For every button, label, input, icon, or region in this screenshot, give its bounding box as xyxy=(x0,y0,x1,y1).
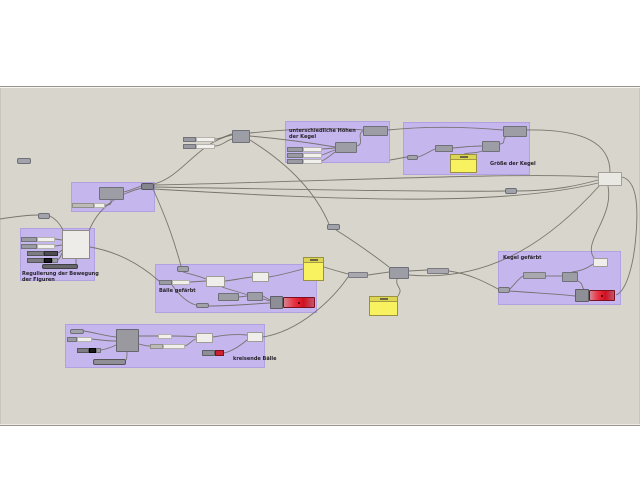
groesse-in-capsule[interactable] xyxy=(407,155,418,160)
kreis-slider3-bar[interactable] xyxy=(163,344,185,349)
baelle-capsule-bottom[interactable] xyxy=(196,303,209,308)
baelle-grad-block[interactable] xyxy=(270,296,283,309)
kreis-node-b[interactable] xyxy=(247,332,263,342)
relay-capsule[interactable] xyxy=(505,188,517,194)
hoehen-slider3-bar[interactable] xyxy=(303,159,322,164)
baelle-node-d[interactable] xyxy=(247,292,263,301)
hoehen-node[interactable] xyxy=(335,142,357,153)
group-baelle-gefaerbt-label: Bälle gefärbt xyxy=(159,288,196,294)
baelle-capsule-top[interactable] xyxy=(177,266,189,272)
kreis-main-node[interactable] xyxy=(116,329,139,352)
hoehen-slider3-cap[interactable] xyxy=(287,159,303,164)
kegel-capsule[interactable] xyxy=(498,287,510,293)
kreis-slider2-seg[interactable] xyxy=(89,348,96,353)
mid-slider2-cap[interactable] xyxy=(183,144,196,149)
groesse-panel[interactable] xyxy=(450,154,477,173)
kreis-red-seg[interactable] xyxy=(215,350,224,356)
reg-slider2-cap[interactable] xyxy=(21,244,37,249)
mid-bar-right[interactable] xyxy=(427,268,449,274)
capsule-left[interactable] xyxy=(38,213,50,219)
figure-slider-cap[interactable] xyxy=(72,203,94,208)
kegel-bar[interactable] xyxy=(523,272,546,279)
reg-slider1-bar[interactable] xyxy=(37,237,55,242)
groesse-node-b[interactable] xyxy=(482,141,500,152)
reg-slider3-bar[interactable] xyxy=(44,251,58,256)
baelle-slider-bar[interactable] xyxy=(172,280,190,285)
kegel-node[interactable] xyxy=(562,272,578,282)
reg-slider4-tail[interactable] xyxy=(52,258,58,263)
mid-slider1-cap[interactable] xyxy=(183,137,196,142)
group-hoehen-kegel-label: unterschiedliche Höhen der Kegel xyxy=(289,128,356,141)
kreis-long-bar[interactable] xyxy=(93,359,126,365)
groesse-node-a[interactable] xyxy=(435,145,453,152)
mid-panel[interactable] xyxy=(369,296,398,316)
group-kegel-gefaerbt-label: Kegel gefärbt xyxy=(503,255,542,261)
figure-slider-bar[interactable] xyxy=(94,203,105,208)
reg-slider3-cap[interactable] xyxy=(27,251,44,256)
group-groesse-kegel-label: Größe der Kegel xyxy=(490,161,536,167)
capsule-top-left[interactable] xyxy=(17,158,31,164)
figure-node[interactable] xyxy=(99,187,124,200)
kegel-node-top[interactable] xyxy=(593,258,608,267)
relay-capsule-2[interactable] xyxy=(327,224,340,230)
groesse-out-node[interactable] xyxy=(503,126,527,137)
group-regulierung-label: Regulierung der Bewegung der Figuren xyxy=(22,271,99,284)
kreis-slider3-cap[interactable] xyxy=(150,344,163,349)
kreis-slider1-bar[interactable] xyxy=(77,337,92,342)
kreis-node-a[interactable] xyxy=(196,333,213,343)
hoehen-slider1-bar[interactable] xyxy=(303,147,322,152)
reg-slider4-seg[interactable] xyxy=(44,258,52,263)
kreis-slider2-cap[interactable] xyxy=(77,348,89,353)
kreis-capsule[interactable] xyxy=(70,329,84,334)
merge-node[interactable] xyxy=(232,130,250,143)
mid-node[interactable] xyxy=(389,267,409,279)
reg-slider2-bar[interactable] xyxy=(37,244,55,249)
hoehen-out-node[interactable] xyxy=(363,126,388,136)
hub-capsule[interactable] xyxy=(141,183,154,190)
reg-slider4-cap[interactable] xyxy=(27,258,44,263)
kreis-slider1-cap[interactable] xyxy=(67,337,77,342)
mid-bar-left[interactable] xyxy=(348,272,368,278)
baelle-node-c[interactable] xyxy=(218,293,239,301)
mid-slider2-bar[interactable] xyxy=(196,144,215,149)
kreis-slider2-tail[interactable] xyxy=(96,348,101,353)
baelle-gradient[interactable] xyxy=(283,297,315,308)
kreis-capsule-white[interactable] xyxy=(158,334,172,339)
baelle-node-a[interactable] xyxy=(206,276,225,287)
hoehen-slider1-cap[interactable] xyxy=(287,147,303,152)
main-out-node[interactable] xyxy=(598,172,622,186)
kegel-grad-block[interactable] xyxy=(575,289,589,302)
kreis-red-cap[interactable] xyxy=(202,350,215,356)
baelle-node-b[interactable] xyxy=(252,272,269,282)
reg-slider1-cap[interactable] xyxy=(21,237,37,242)
hoehen-slider2-cap[interactable] xyxy=(287,153,303,158)
baelle-slider-cap[interactable] xyxy=(159,280,172,285)
baelle-panel[interactable] xyxy=(303,257,324,281)
reg-timeline-bar[interactable] xyxy=(42,264,78,269)
kegel-gradient[interactable] xyxy=(589,290,615,301)
hoehen-slider2-bar[interactable] xyxy=(303,153,322,158)
mid-slider1-bar[interactable] xyxy=(196,137,215,142)
reg-panel[interactable] xyxy=(62,230,90,259)
group-kreisende-baelle-label: kreisende Bälle xyxy=(233,356,277,362)
